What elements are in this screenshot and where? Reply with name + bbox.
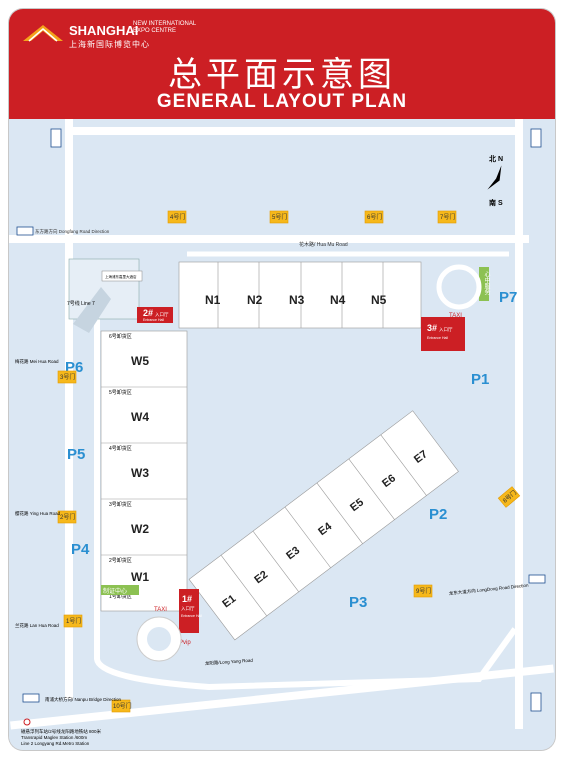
bay-5: 5号卸货区 xyxy=(109,389,132,396)
svg-text:7号门: 7号门 xyxy=(440,213,455,221)
svg-text:1#: 1# xyxy=(182,594,192,604)
brand-name: SHANGHAI xyxy=(69,23,139,38)
brand-subtitle: NEW INTERNATIONAL EXPO CENTRE xyxy=(133,21,197,34)
vip-parking: Pvip xyxy=(179,640,191,646)
hall-n1[interactable]: N1 xyxy=(205,293,221,307)
nanpu-direction-label: 南浦大桥方向/ Nanpu Bridge Direction xyxy=(45,696,122,703)
service-center[interactable] xyxy=(479,267,489,301)
bay-4: 4号卸货区 xyxy=(109,445,132,452)
gate-6[interactable]: 6号门 xyxy=(364,210,384,224)
gate-3[interactable]: 3号门 xyxy=(57,370,77,384)
roundabout-north xyxy=(436,264,482,310)
gate-4[interactable]: 4号门 xyxy=(167,210,187,224)
longyang-road-label: 龙阳路/Long Yang Road xyxy=(205,657,254,667)
site-map: 花木路/ Hua Mu Road 上海浦东嘉里大酒店 7号线 Line 7 N1… xyxy=(9,119,555,750)
internal-ring-road xyxy=(94,289,518,691)
station-label-zh: 磁悬浮列车站/2号线龙阳路地铁站 800米 xyxy=(21,728,102,735)
hall-w4[interactable]: W4 xyxy=(131,410,149,424)
svg-text:Entrance Hall: Entrance Hall xyxy=(181,614,202,618)
hall-w5[interactable]: W5 xyxy=(131,354,149,368)
parking-p1[interactable]: P1 xyxy=(471,371,489,388)
hall-n2[interactable]: N2 xyxy=(247,293,263,307)
hall-w1[interactable]: W1 xyxy=(131,570,149,584)
svg-text:制证中心: 制证中心 xyxy=(103,587,127,595)
gate-8[interactable]: 8号门 xyxy=(497,486,521,508)
page-title-en: GENERAL LAYOUT PLAN xyxy=(156,91,408,112)
svg-text:入口厅: 入口厅 xyxy=(155,312,169,318)
south-arrow-icon xyxy=(530,692,542,712)
svg-text:6号门: 6号门 xyxy=(367,213,382,221)
svg-text:入口厅: 入口厅 xyxy=(439,327,453,333)
svg-text:Entrance Hall: Entrance Hall xyxy=(143,318,164,322)
east-halls: E1 E2 E3 E4 E5 E6 E7 xyxy=(188,410,459,641)
west-arrow-icon-south xyxy=(22,693,40,703)
parking-p4[interactable]: P4 xyxy=(71,541,90,558)
west-halls xyxy=(100,330,188,612)
station-label-en2: Line 2 Longyang Rd.Metro Station xyxy=(21,741,90,746)
page-title: 总平面示意图 xyxy=(168,56,396,94)
expo-logo-icon xyxy=(23,25,63,42)
hall-w2[interactable]: W2 xyxy=(131,522,149,536)
svg-text:2号门: 2号门 xyxy=(60,513,75,521)
entrance-hall-1[interactable] xyxy=(179,589,199,633)
gate-10[interactable]: 10号门 xyxy=(111,699,132,713)
svg-text:北 N: 北 N xyxy=(489,154,503,163)
luoshan-road xyxy=(515,119,523,729)
lanhua-road-label: 兰花路 Lan Hua Road xyxy=(15,622,59,629)
svg-text:2#: 2# xyxy=(143,308,153,318)
east-arrow-icon xyxy=(528,574,546,584)
compass-icon: 北 N 南 S xyxy=(487,154,503,207)
parking-p7[interactable]: P7 xyxy=(499,289,517,306)
gate-1[interactable]: 1号门 xyxy=(63,614,83,628)
huamu-road-label: 花木路/ Hua Mu Road xyxy=(299,241,348,248)
hall-w3[interactable]: W3 xyxy=(131,466,149,480)
parking-p3[interactable]: P3 xyxy=(349,594,367,611)
bay-2: 2号卸货区 xyxy=(109,557,132,564)
bay-6: 6号卸货区 xyxy=(109,333,132,340)
metro-icon xyxy=(23,718,31,726)
svg-text:5号门: 5号门 xyxy=(272,213,287,221)
gate-2[interactable]: 2号门 xyxy=(57,510,77,524)
north-halls xyxy=(178,261,422,329)
svg-text:10号门: 10号门 xyxy=(113,702,132,710)
bay-3: 3号卸货区 xyxy=(109,501,132,508)
line7-label-top: 7号线 Line 7 xyxy=(67,300,95,307)
taxi-label-2: TAXI xyxy=(449,313,462,319)
gate-7[interactable]: 7号门 xyxy=(437,210,457,224)
hall-n3[interactable]: N3 xyxy=(289,293,305,307)
parking-p2[interactable]: P2 xyxy=(429,506,447,523)
svg-text:东方路方向 Dongfang Road Direction: 东方路方向 Dongfang Road Direction xyxy=(35,228,110,235)
hall-n4[interactable]: N4 xyxy=(330,293,346,307)
header-banner: SHANGHAI NEW INTERNATIONAL EXPO CENTRE 上… xyxy=(9,9,555,119)
kerry-hotel-block xyxy=(68,258,140,320)
station-label-en1: Transrapid Maglev Station /600m xyxy=(21,735,87,740)
svg-text:3#: 3# xyxy=(427,323,437,333)
north-arrow-icon-right xyxy=(530,128,542,148)
svg-text:Entrance Hall: Entrance Hall xyxy=(427,336,448,340)
entrance-hall-3[interactable] xyxy=(421,317,465,351)
svg-text:4号门: 4号门 xyxy=(170,213,185,221)
bay-1: 1号卸货区 xyxy=(109,593,132,600)
fangdian-road xyxy=(65,119,73,699)
map-frame: SHANGHAI NEW INTERNATIONAL EXPO CENTRE 上… xyxy=(9,9,555,750)
gate-9[interactable]: 9号门 xyxy=(413,584,433,598)
meihua-road-label: 梅花路 Mei Hua Road xyxy=(15,358,59,365)
entrance-hall-2[interactable] xyxy=(137,307,173,323)
svg-text:9号门: 9号门 xyxy=(416,587,431,595)
parking-p5[interactable]: P5 xyxy=(67,446,85,463)
yinghua-road-label: 樱花路 Ying Hua Road xyxy=(15,510,61,517)
svg-text:心中服务: 心中服务 xyxy=(483,271,490,296)
landmark-label: 上海浦东嘉里大酒店 xyxy=(105,274,137,279)
svg-text:南 S: 南 S xyxy=(489,198,503,207)
svg-text:1号门: 1号门 xyxy=(66,617,81,625)
svg-text:入口厅: 入口厅 xyxy=(181,606,195,612)
cert-center[interactable] xyxy=(101,585,139,595)
hall-n5[interactable]: N5 xyxy=(371,293,387,307)
north-arrow-icon-left xyxy=(50,128,62,148)
taxi-label: TAXI xyxy=(154,607,167,613)
brand-name-zh: 上海新国际博览中心 xyxy=(69,40,150,49)
west-arrow-icon xyxy=(16,226,34,236)
svg-text:3号门: 3号门 xyxy=(60,373,75,381)
gate-5[interactable]: 5号门 xyxy=(269,210,289,224)
